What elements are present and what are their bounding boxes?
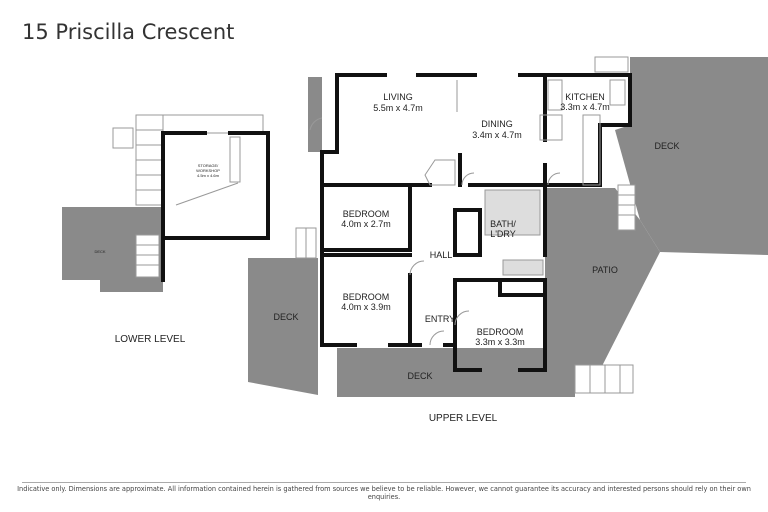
- room-name-entry: ENTRY: [425, 314, 455, 324]
- room-name-deck-left: DECK: [273, 312, 298, 322]
- lower-walls: [161, 131, 270, 282]
- level-label-lower: LOWER LEVEL: [115, 334, 186, 345]
- room-dims-living: 5.5m x 4.7m: [373, 103, 423, 113]
- room-name-deck-right: DECK: [654, 141, 679, 151]
- room-name-patio: PATIO: [592, 265, 618, 275]
- porch: [308, 77, 322, 152]
- divider: [22, 482, 746, 483]
- room-name-living: LIVING: [383, 92, 413, 102]
- room-dims-kitchen: 3.3m x 4.7m: [560, 102, 610, 112]
- room-name-workshop: WORKSHOP: [196, 168, 220, 173]
- room-name-hall: HALL: [430, 250, 453, 260]
- room-name-bedroom-2: BEDROOM: [343, 292, 390, 302]
- room-name-storage: STORAGE/: [198, 163, 219, 168]
- room-name-bath: BATH/: [490, 219, 516, 229]
- room-name-deck-bottom: DECK: [407, 371, 432, 381]
- room-name-laundry: L'DRY: [490, 229, 516, 239]
- room-name-bedroom-1: BEDROOM: [343, 209, 390, 219]
- room-dims-dining: 3.4m x 4.7m: [472, 130, 522, 140]
- room-labels: LIVING 5.5m x 4.7m DINING 3.4m x 4.7m KI…: [94, 92, 679, 424]
- disclaimer: Indicative only. Dimensions are approxim…: [17, 485, 751, 501]
- room-dims-bedroom-3: 3.3m x 3.3m: [475, 337, 525, 347]
- level-label-upper: UPPER LEVEL: [429, 413, 498, 424]
- room-name-dining: DINING: [481, 119, 513, 129]
- deck-right: [615, 57, 768, 255]
- room-dims-bedroom-2: 4.0m x 3.9m: [341, 302, 391, 312]
- fixtures: [309, 79, 626, 346]
- lower-fixtures: [175, 136, 241, 206]
- room-name-deck-lower: DECK: [94, 249, 105, 254]
- room-name-kitchen: KITCHEN: [565, 92, 605, 102]
- room-dims-bedroom-1: 4.0m x 2.7m: [341, 219, 391, 229]
- room-dims-storage: 4.5m x 4.6m: [197, 173, 220, 178]
- patio: [545, 188, 660, 370]
- stairs: [112, 56, 636, 394]
- room-name-bedroom-3: BEDROOM: [477, 327, 524, 337]
- page-title: 15 Priscilla Crescent: [22, 20, 235, 44]
- deck-left: [248, 258, 318, 395]
